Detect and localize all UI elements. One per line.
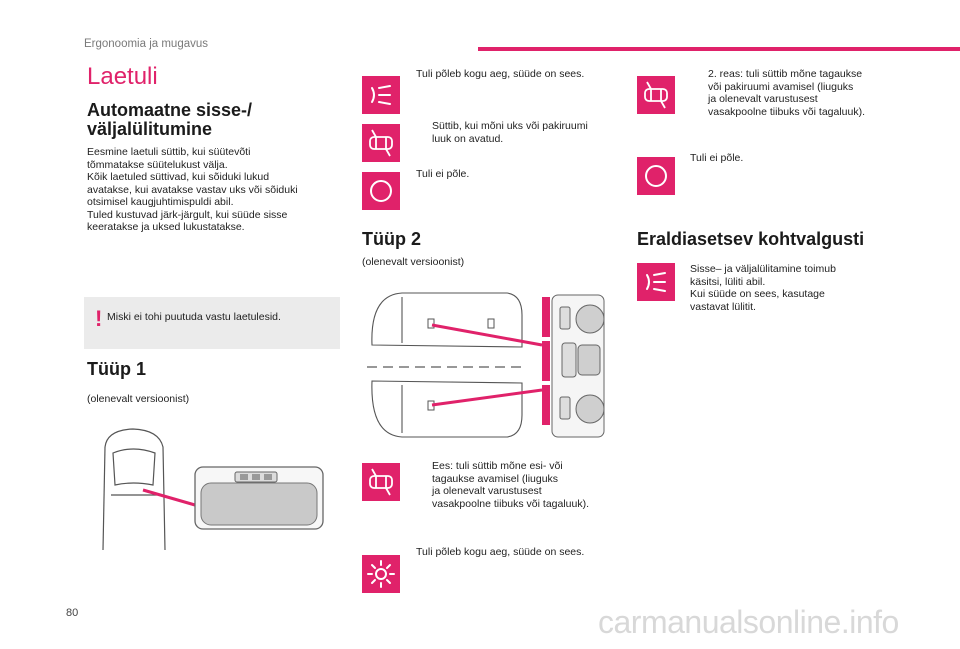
page-number: 80 xyxy=(66,607,79,619)
type2-subtitle: (olenevalt versioonist) xyxy=(362,256,465,268)
type1-heading: Tüüp 1 xyxy=(87,359,146,379)
door-open-car-icon xyxy=(362,124,400,162)
spot-description: Sisse– ja väljalülitamine toimub käsitsi… xyxy=(690,263,836,313)
page-title: Laetuli xyxy=(87,63,158,90)
type1-state1-text: Tuli põleb kogu aeg, süüde on sees. xyxy=(416,68,585,80)
door-open-car-icon xyxy=(362,463,400,501)
type1-state2-text: Süttib, kui mõni uks või pakiruumi luuk … xyxy=(432,120,588,145)
light-on-icon xyxy=(362,76,400,114)
type2-illustration xyxy=(367,292,605,438)
type2-state2-text: Tuli põleb kogu aeg, süüde on sees. xyxy=(416,546,585,558)
watermark: carmanualsonline.info xyxy=(598,604,899,640)
type2-heading: Tüüp 2 xyxy=(362,229,421,249)
section-header: Ergonoomia ja mugavus xyxy=(84,38,209,50)
header-accent-bar xyxy=(478,47,960,51)
type1-subtitle: (olenevalt versioonist) xyxy=(87,393,190,405)
sun-icon xyxy=(362,555,400,593)
type1-state3-text: Tuli ei põle. xyxy=(416,168,470,180)
light-off-icon xyxy=(362,172,400,210)
light-off-icon xyxy=(637,157,675,195)
row2-state2-text: Tuli ei põle. xyxy=(690,152,744,164)
door-open-car-icon xyxy=(637,76,675,114)
auto-description: Eesmine laetuli süttib, kui süütevõti tõ… xyxy=(87,146,298,233)
type2-state1-text: Ees: tuli süttib mõne esi- või tagaukse … xyxy=(432,460,590,510)
warning-box xyxy=(84,297,340,349)
warning-text: Miski ei tohi puutuda vastu laetulesid. xyxy=(107,311,281,323)
row2-state1-text: 2. reas: tuli süttib mõne tagaukse või p… xyxy=(708,68,866,118)
warning-icon: ! xyxy=(95,306,103,331)
auto-heading: Automaatne sisse-/ väljalülitumine xyxy=(87,100,253,139)
light-on-icon xyxy=(637,263,675,301)
type1-illustration xyxy=(102,428,324,550)
spot-heading: Eraldiasetsev kohtvalgusti xyxy=(637,229,865,249)
